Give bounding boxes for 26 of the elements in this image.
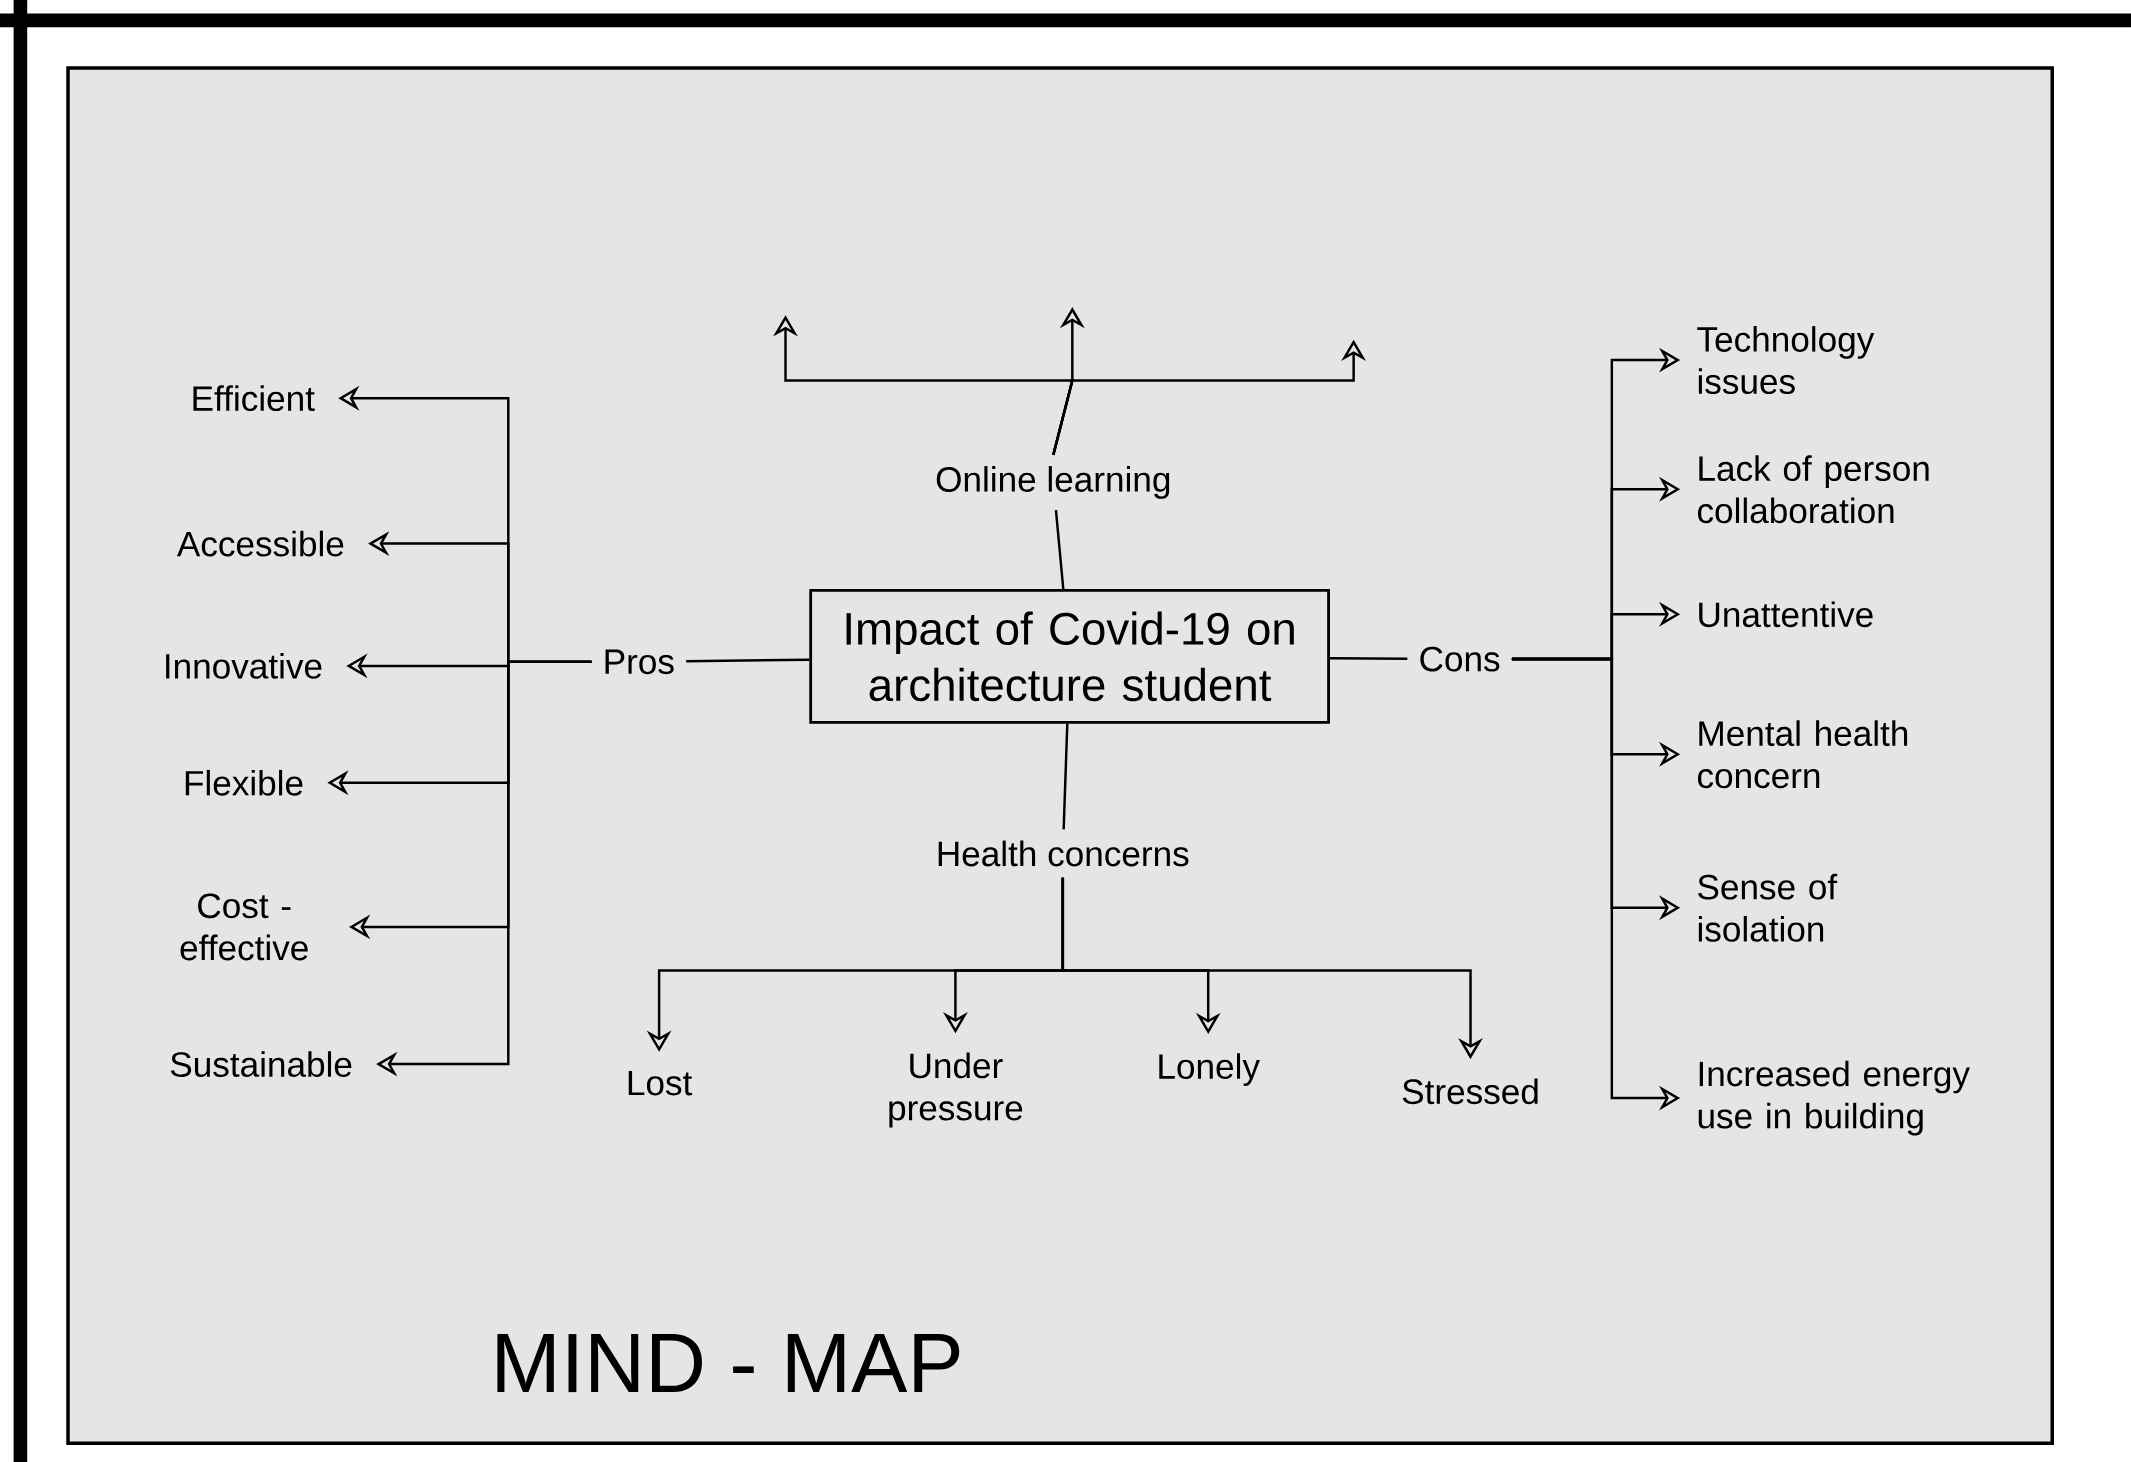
branch-label: Pros bbox=[605, 649, 674, 675]
connector bbox=[1329, 656, 1408, 660]
branch-label: Lonely bbox=[1159, 1053, 1260, 1086]
branch-label: Lost bbox=[628, 1070, 693, 1096]
branch-label: Unattentive bbox=[1699, 601, 1873, 628]
branch-label: Stressed bbox=[1402, 1078, 1538, 1105]
branch-label: Sense of isolation bbox=[1698, 873, 1838, 942]
branch-label: Online learning bbox=[936, 466, 1170, 499]
branch-label: Increased energy use in building bbox=[1698, 1060, 1970, 1136]
branch-label: Technology issues bbox=[1697, 326, 1875, 395]
branch-label: Accessible bbox=[176, 530, 344, 557]
branch-label: Under pressure bbox=[889, 1052, 1023, 1128]
center-box: Impact of Covid-19 on architecture student bbox=[809, 589, 1330, 724]
connector bbox=[686, 658, 810, 663]
branch-label: Flexible bbox=[185, 769, 303, 796]
branch-label: Health concerns bbox=[938, 840, 1189, 867]
branch-label: Mental health concern bbox=[1697, 720, 1908, 789]
branch-label: Efficient bbox=[193, 385, 315, 412]
branch-label: Cost - effective bbox=[180, 893, 308, 961]
connector bbox=[1054, 510, 1065, 590]
branch-label: Cons bbox=[1420, 646, 1500, 672]
connector bbox=[1062, 723, 1069, 830]
branch-label: Lack of person collaboration bbox=[1697, 455, 1929, 524]
branch-label: Sustainable bbox=[170, 1051, 352, 1077]
branch-label: Innovative bbox=[166, 653, 322, 679]
title: MIND - MAP bbox=[497, 1334, 960, 1393]
